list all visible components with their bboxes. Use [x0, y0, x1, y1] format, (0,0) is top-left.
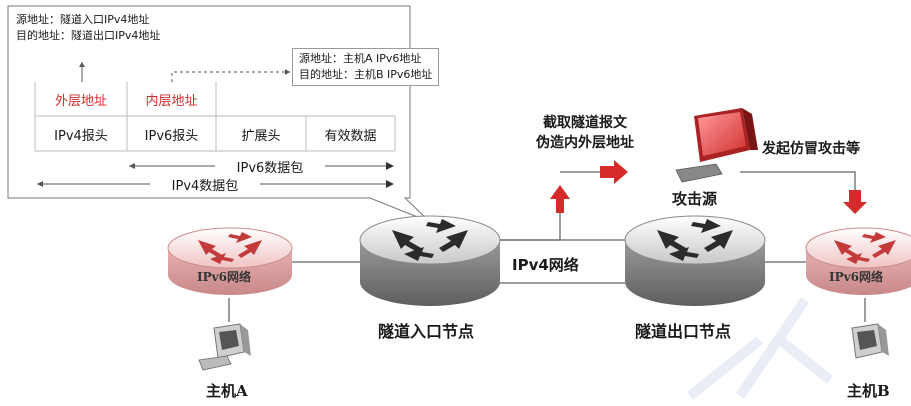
tunnel-entry-router-icon — [359, 215, 501, 306]
inner-dst-address: 目的地址：主机B IPv6地址 — [299, 68, 433, 81]
watermark-logo — [686, 297, 834, 400]
outer-src-address: 源地址：隧道入口IPv4地址 — [16, 13, 150, 26]
ipv4-packet-label: IPv4数据包 — [150, 176, 260, 194]
inner-header-addresses: 源地址：主机A IPv6地址 目的地址：主机B IPv6地址 — [292, 48, 440, 86]
down-red-arrow — [843, 190, 867, 214]
intercept-annotation: 截取隧道报文 伪造内外层地址 — [520, 112, 650, 152]
field-ipv4-header: IPv4报头 — [54, 128, 108, 144]
field-extension-header: 扩展头 — [241, 128, 281, 144]
field-payload: 有效数据 — [324, 128, 377, 144]
outer-address-label: 外层地址 — [54, 93, 107, 109]
ipv4-network-label: IPv4网络 — [506, 254, 585, 275]
red-arrows — [550, 160, 867, 214]
host-a-label: 主机A — [206, 382, 248, 400]
left-ipv6-network-label: IPv6网络 — [197, 270, 251, 284]
field-ipv6-header: IPv6报头 — [144, 128, 199, 144]
attacker-computer-icon — [675, 108, 758, 183]
right-red-arrow — [600, 160, 628, 184]
right-ipv6-router-icon — [805, 227, 911, 295]
right-ipv6-network-label: IPv6网络 — [829, 270, 883, 284]
outer-header-addresses: 源地址：隧道入口IPv4地址 目的地址：隧道出口IPv4地址 — [12, 10, 165, 46]
spoof-attack-annotation: 发起仿冒攻击等 — [762, 141, 860, 157]
ipv6-packet-label: IPv6数据包 — [215, 158, 325, 176]
network-links — [228, 171, 866, 322]
attacker-label: 攻击源 — [672, 190, 718, 208]
tunnel-exit-router-icon — [624, 215, 766, 306]
host-b-computer-icon — [851, 323, 889, 359]
packet-table-grid — [34, 82, 396, 152]
inner-src-address: 源地址：主机A IPv6地址 — [299, 52, 422, 65]
intercept-line-1: 截取隧道报文 — [543, 115, 627, 131]
intercept-line-2: 伪造内外层地址 — [536, 135, 634, 151]
inner-address-label: 内层地址 — [145, 93, 198, 109]
tunnel-exit-label: 隧道出口节点 — [635, 322, 732, 341]
tunnel-entry-label: 隧道入口节点 — [378, 322, 475, 341]
left-ipv6-router-icon — [167, 227, 293, 295]
outer-dst-address: 目的地址：隧道出口IPv4地址 — [16, 29, 161, 42]
up-red-arrow — [550, 185, 570, 213]
host-b-label: 主机B — [847, 382, 890, 400]
host-a-computer-icon — [198, 323, 251, 371]
